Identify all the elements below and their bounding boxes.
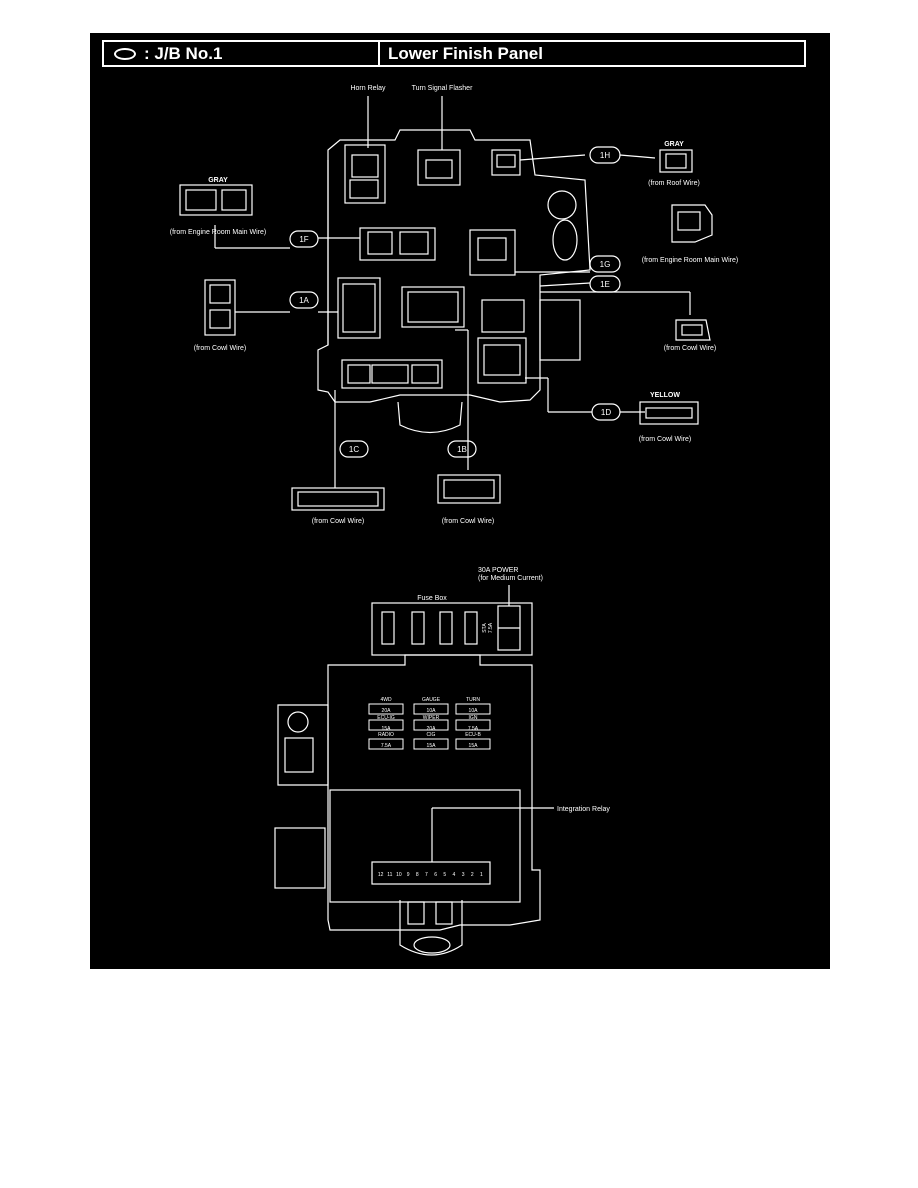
cowl-wire-1c-label: (from Cowl Wire) <box>312 518 365 525</box>
relay-pin-number: 6 <box>434 872 437 878</box>
cowl-wire-1e-label: (from Cowl Wire) <box>664 345 717 352</box>
diagram-panel <box>90 33 830 969</box>
cowl-plug-1a <box>204 279 236 336</box>
cowl-wire-1b-label: (from Cowl Wire) <box>442 518 495 525</box>
relay-pin-number: 7 <box>425 872 428 878</box>
relay-pin-number: 10 <box>396 872 402 878</box>
fuse-name: IGN <box>469 715 478 721</box>
fuse-labels: 4WD 20A GAUGE 10A TURN 10A ECU-IG 15A WIPER 20A IG… <box>377 697 481 749</box>
fuse-box-label: Fuse Box <box>417 595 447 602</box>
leader-lines <box>214 96 691 488</box>
connector-oval-icon <box>114 47 136 60</box>
relay-pin-number: 2 <box>471 872 474 878</box>
fuse-name: WIPER <box>423 715 440 721</box>
turn-signal-flasher-label: Turn Signal Flasher <box>412 85 473 92</box>
fuse-name: TURN <box>466 697 480 703</box>
cowl-plug-1b <box>437 474 501 504</box>
engine-room-left-label: (from Engine Room Main Wire) <box>170 229 266 236</box>
fuse-name: 4WD <box>380 697 392 703</box>
fuse-name: ECU-B <box>465 732 481 738</box>
connector-1c: 1C <box>349 445 359 454</box>
cowl-wire-1d-label: (from Cowl Wire) <box>639 436 692 443</box>
location-title: Lower Finish Panel <box>388 43 543 63</box>
relay-pin-number: 12 <box>378 872 384 878</box>
relay-pin-number: 5 <box>443 872 446 878</box>
power-30a-sub-label: (for Medium Current) <box>478 575 543 582</box>
fuse-amp: 15A <box>469 743 479 749</box>
fuse-amp: 7.5A <box>468 726 479 732</box>
relay-pin-number: 3 <box>462 872 465 878</box>
relay-pin-number: 11 <box>387 872 392 878</box>
lower-junction-block <box>274 585 554 956</box>
gray-left-label: GRAY <box>208 177 228 184</box>
cowl-wire-1a-label: (from Cowl Wire) <box>194 345 247 352</box>
cowl-plug-1c <box>291 487 385 511</box>
connector-1e: 1E <box>600 280 610 289</box>
fuse-name: GAUGE <box>422 697 441 703</box>
connector-1f: 1F <box>299 235 308 244</box>
gray-plug-left <box>179 184 253 216</box>
fuse-name: ECU-IG <box>377 715 395 721</box>
integration-relay-label: Integration Relay <box>557 806 610 813</box>
gray-plug-right <box>659 149 693 173</box>
power-30a-label: 30A POWER <box>478 567 518 574</box>
horn-relay-label: Horn Relay <box>350 85 386 92</box>
sta-fuse-label: STA <box>482 623 488 633</box>
connector-1g: 1G <box>600 260 611 269</box>
yellow-label: YELLOW <box>650 392 680 399</box>
junction-block-label: : J/B No.1 <box>144 43 223 63</box>
fuse-amp: 15A <box>427 743 437 749</box>
connector-callouts <box>289 146 621 458</box>
relay-pin-number: 8 <box>416 872 419 878</box>
fuse-amp: 10A <box>427 708 437 714</box>
fuse-amp: 20A <box>427 726 437 732</box>
connector-1a: 1A <box>299 296 309 305</box>
fuse-amp: 15A <box>382 726 392 732</box>
fuse-name: CIG <box>427 732 436 738</box>
from-roof-wire-label: (from Roof Wire) <box>648 180 700 187</box>
fuse-amp: 10A <box>469 708 479 714</box>
junction-block-title: : J/B No.1 <box>104 42 380 65</box>
relay-pin-number: 4 <box>453 872 456 878</box>
engine-room-right-label: (from Engine Room Main Wire) <box>642 257 738 264</box>
title-bar: : J/B No.1 Lower Finish Panel <box>102 40 806 67</box>
connector-1h: 1H <box>600 151 610 160</box>
engine-room-plug-right <box>671 204 713 243</box>
connector-1b: 1B <box>457 445 467 454</box>
yellow-plug-1d <box>639 401 699 425</box>
cowl-plug-1e <box>675 319 711 341</box>
gray-right-label: GRAY <box>664 141 684 148</box>
junction-block-body <box>317 129 591 434</box>
fuse-name: RADIO <box>378 732 394 738</box>
fuse-amp: 20A <box>382 708 392 714</box>
fuse-amp: 7.5A <box>381 743 392 749</box>
relay-pin-number: 9 <box>407 872 410 878</box>
relay-pin-number: 1 <box>480 872 483 878</box>
fuse-grid-boxes <box>368 703 491 750</box>
sta-fuse-amp: 7.5A <box>488 622 494 633</box>
connector-1d: 1D <box>601 408 611 417</box>
